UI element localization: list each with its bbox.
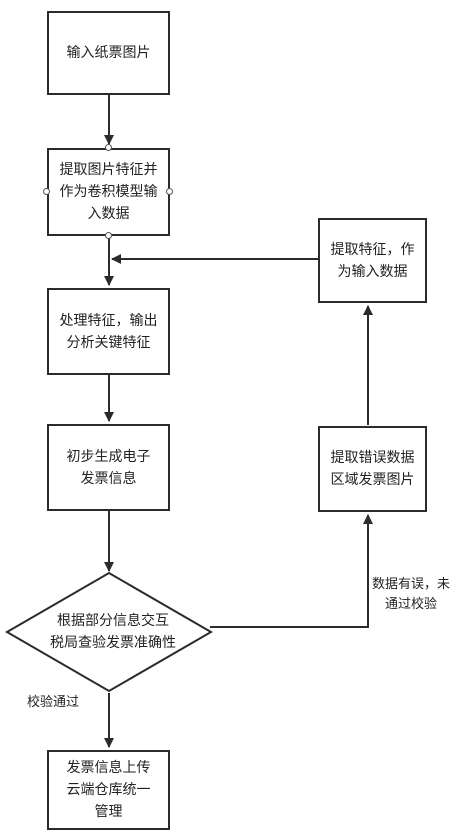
generate-e-invoice-box: 初步生成电子 发票信息 <box>47 424 170 511</box>
extract-cnn-input-label: 提取图片特征并 作为卷积模型输 入数据 <box>59 162 158 222</box>
extract-cnn-input-box: 提取图片特征并 作为卷积模型输 入数据 <box>47 148 170 236</box>
verify-decision-label: 根据部分信息交互 税局查验发票准确性 <box>50 613 176 651</box>
connector-handle-right <box>166 188 173 195</box>
extract-error-region-label: 提取错误数据 区域发票图片 <box>330 450 415 488</box>
process-features-label: 处理特征，输出 分析关键特征 <box>59 312 158 351</box>
extract-features-again-label: 提取特征，作 为输入数据 <box>330 241 415 280</box>
input-paper-invoice-label: 输入纸票图片 <box>66 45 151 61</box>
connector-handle-bottom <box>105 232 112 239</box>
verify-decision-label-wrap: 根据部分信息交互 税局查验发票准确性 <box>20 602 206 662</box>
connector-handle-left <box>43 188 50 195</box>
upload-cloud-label: 发票信息上传 云端仓库统一 管理 <box>66 760 151 820</box>
arrow-verify-to-error-region <box>210 514 373 628</box>
extract-features-again-box: 提取特征，作 为输入数据 <box>318 218 427 303</box>
extract-error-region-box: 提取错误数据 区域发票图片 <box>318 426 427 512</box>
edge-label-fail: 数据有误，未 通过校验 <box>372 577 451 612</box>
generate-e-invoice-label: 初步生成电子 发票信息 <box>66 448 151 487</box>
process-features-box: 处理特征，输出 分析关键特征 <box>47 288 170 375</box>
input-paper-invoice-box: 输入纸票图片 <box>47 11 170 95</box>
upload-cloud-box: 发票信息上传 云端仓库统一 管理 <box>47 750 170 830</box>
verify-decision-diamond <box>5 571 213 693</box>
edge-label-pass: 校验通过 <box>27 695 80 710</box>
connector-handle-top <box>105 144 112 151</box>
